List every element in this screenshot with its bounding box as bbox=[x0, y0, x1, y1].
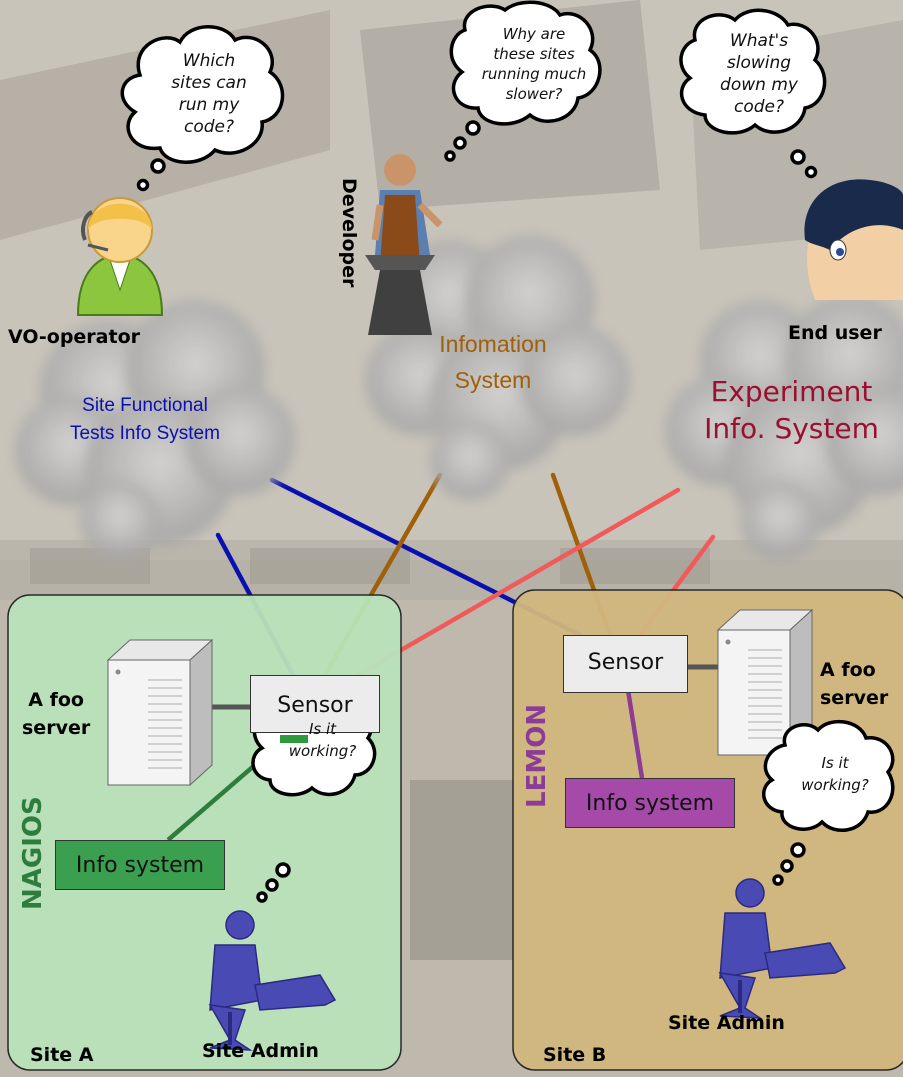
site-b-admin-question-line-1: Is it bbox=[821, 754, 849, 772]
end-user-figure bbox=[804, 179, 903, 300]
developer-question-line-4: slower? bbox=[505, 85, 563, 103]
developer-question-line-1: Why are bbox=[502, 25, 566, 43]
site-b-admin-label: Site Admin bbox=[668, 1012, 785, 1034]
info-system-site-b-label: Info system bbox=[585, 790, 715, 816]
user-question-line-1: What's bbox=[729, 31, 789, 51]
site-functional-line-1: Site Functional bbox=[82, 395, 208, 416]
thought-bubble-vo bbox=[120, 25, 285, 192]
user-question-line-4: code? bbox=[733, 97, 785, 117]
end-user-label: End user bbox=[788, 322, 882, 344]
cloud-experiment bbox=[665, 295, 903, 560]
information-line-1: Infomation bbox=[439, 331, 547, 357]
site-a-server-line-1: A foo bbox=[28, 689, 84, 711]
information-line-2: System bbox=[454, 367, 532, 393]
info-system-site-a: Info system bbox=[55, 840, 225, 890]
link-sensor-b-to-info bbox=[625, 689, 645, 779]
developer-label: Developer bbox=[338, 178, 360, 288]
site-b-admin-question-line-2: working? bbox=[801, 776, 869, 794]
lemon-label: LEMON bbox=[522, 703, 552, 808]
thought-bubble-user bbox=[679, 8, 827, 179]
vo-question-line-1: Which bbox=[182, 51, 236, 71]
sensor-site-a-label: Sensor bbox=[277, 693, 353, 718]
vo-question-line-2: sites can bbox=[171, 73, 247, 93]
site-a-admin-question-line-1: Is it bbox=[308, 720, 337, 738]
info-system-site-a-label: Info system bbox=[75, 852, 205, 878]
sensor-site-a: Sensor bbox=[250, 675, 380, 733]
vo-question-line-3: run my bbox=[178, 95, 240, 115]
site-b-label: Site B bbox=[543, 1044, 607, 1066]
experiment-line-2: Info. System bbox=[704, 412, 879, 445]
vo-question-line-4: code? bbox=[183, 117, 235, 137]
site-b-server-line-2: server bbox=[820, 687, 889, 709]
nagios-label: NAGIOS bbox=[18, 796, 48, 910]
site-a-admin-figure bbox=[208, 910, 337, 1051]
developer-question: Why are these sites running much slower? bbox=[470, 24, 598, 104]
info-system-site-b: Info system bbox=[565, 778, 735, 828]
site-a-server-label: A foo server bbox=[22, 686, 90, 742]
site-a-admin-question-line-2: working? bbox=[288, 742, 357, 760]
site-functional-line-2: Tests Info System bbox=[70, 423, 220, 444]
site-a-label: Site A bbox=[30, 1044, 94, 1066]
developer-question-line-3: running much bbox=[481, 65, 587, 83]
site-b-server-line-1: A foo bbox=[820, 659, 876, 681]
developer-question-line-2: these sites bbox=[493, 45, 575, 63]
site-functional-cloud-label: Site Functional Tests Info System bbox=[35, 392, 255, 448]
site-a-server-line-2: server bbox=[22, 717, 91, 739]
line-exp-to-sensor-a bbox=[355, 487, 681, 678]
site-b-admin-figure bbox=[718, 878, 847, 1019]
cloud-information bbox=[365, 235, 630, 500]
vo-operator-figure bbox=[76, 197, 164, 316]
vo-operator-label: VO-operator bbox=[8, 326, 140, 348]
site-b-server-label: A foo server bbox=[820, 656, 888, 712]
server-icon-site-b bbox=[716, 608, 814, 757]
vo-question: Which sites can run my code? bbox=[150, 50, 268, 138]
server-icon-site-a bbox=[106, 638, 214, 787]
information-cloud-label: Infomation System bbox=[418, 326, 568, 398]
site-a-admin-label: Site Admin bbox=[202, 1040, 319, 1062]
user-question: What's slowing down my code? bbox=[700, 30, 818, 118]
user-question-line-3: down my bbox=[720, 75, 798, 95]
thought-bubble-site-b-admin bbox=[761, 719, 895, 886]
thought-bubble-developer bbox=[444, 0, 602, 162]
developer-figure bbox=[365, 154, 443, 335]
cloud-site-functional bbox=[15, 300, 295, 560]
experiment-line-1: Experiment bbox=[710, 375, 873, 408]
user-question-line-2: slowing bbox=[726, 53, 792, 73]
site-a-admin-question: Is it working? bbox=[275, 718, 370, 762]
sensor-site-b-label: Sensor bbox=[587, 650, 664, 675]
experiment-cloud-label: Experiment Info. System bbox=[680, 373, 903, 447]
sensor-site-b: Sensor bbox=[563, 635, 688, 693]
site-b-admin-question: Is it working? bbox=[785, 752, 885, 796]
